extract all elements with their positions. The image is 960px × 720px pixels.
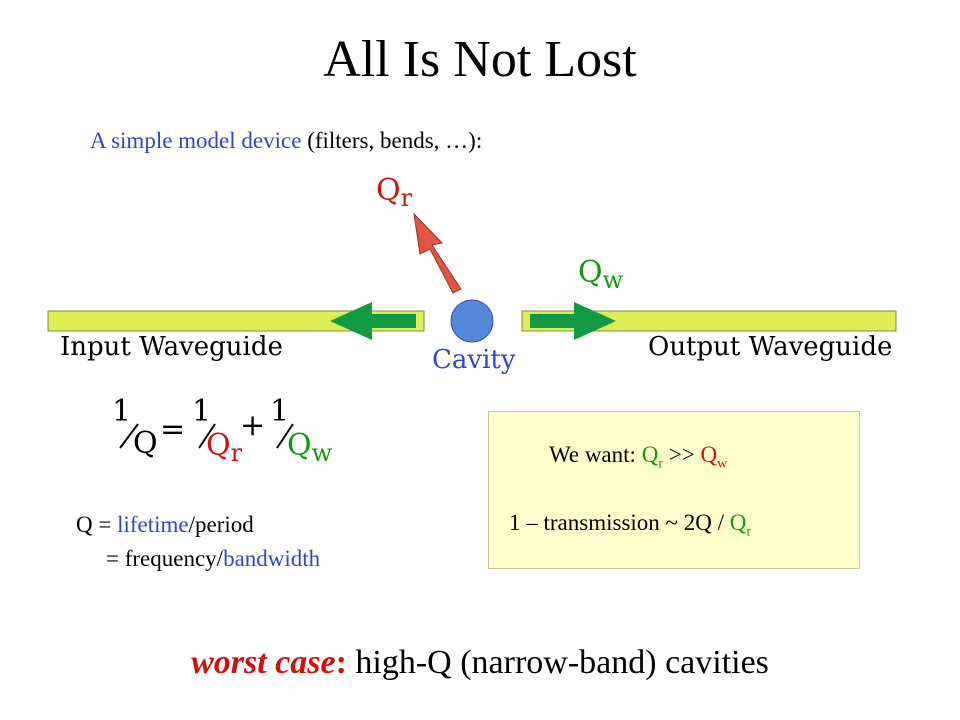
formula-slash-1: [119, 423, 139, 449]
formula-qr: Qr: [206, 428, 242, 467]
output-waveguide: [521, 310, 897, 332]
want-q1-sub: r: [658, 456, 663, 472]
trans-q-main: Q: [729, 510, 747, 535]
goal-box: We want: Qr >> Qw 1 – transmission ~ 2Q …: [488, 411, 860, 569]
qr-main: Q: [376, 173, 401, 208]
def-bandwidth: bandwidth: [223, 546, 321, 571]
bottom-conclusion: worst case: high-Q (narrow-band) cavitie…: [0, 644, 960, 682]
def-prefix-1: Q =: [76, 512, 118, 537]
want-q2-main: Q: [700, 442, 718, 467]
formula-lhs-q: Q: [133, 426, 158, 461]
worst-case-emphasis: worst case: [191, 644, 336, 681]
formula-numerator-2: 1: [192, 394, 212, 429]
formula-qr-sub: r: [230, 439, 243, 467]
def-prefix-2: = frequency/: [106, 546, 224, 571]
right-arrow-icon: [530, 302, 616, 340]
trans-q-sub: r: [746, 524, 752, 540]
want-text: We want:: [549, 442, 642, 467]
qw-sub: w: [602, 266, 624, 294]
goal-line-want: We want: Qr >> Qw: [549, 442, 727, 473]
subtitle-emphasis: A simple model device: [90, 128, 302, 153]
page-title: All Is Not Lost: [323, 31, 637, 88]
want-q2: Qw: [700, 442, 727, 472]
input-waveguide-label: Input Waveguide: [60, 332, 283, 362]
want-q1-main: Q: [641, 442, 659, 467]
qr-sub: r: [400, 184, 413, 212]
trans-text: 1 – transmission ~ 2Q /: [509, 510, 730, 535]
want-q1: Qr: [641, 442, 663, 472]
formula-slash-3: [276, 423, 294, 449]
goal-line-transmission: 1 – transmission ~ 2Q / Qr: [509, 510, 751, 541]
formula-qr-main: Q: [206, 428, 231, 463]
formula-numerator-3: 1: [270, 394, 290, 429]
output-waveguide-label: Output Waveguide: [648, 332, 893, 362]
qw-label: Qw: [578, 255, 623, 294]
formula-qw: Qw: [287, 428, 332, 467]
def-lifetime: lifetime: [117, 512, 189, 537]
q-definition-line-1: Q = lifetime/period: [76, 508, 320, 542]
formula-equals: =: [160, 412, 186, 447]
formula-qw-main: Q: [287, 428, 312, 463]
def-period: /period: [188, 512, 254, 537]
cavity-icon: [450, 299, 494, 343]
subtitle-rest: (filters, bends, …):: [301, 128, 483, 153]
worst-case-colon: :: [335, 644, 347, 681]
left-arrow-icon: [330, 302, 416, 340]
q-definitions: Q = lifetime/period = frequency/bandwidt…: [76, 508, 320, 576]
want-op: >>: [662, 442, 701, 467]
worst-case-rest: high-Q (narrow-band) cavities: [346, 644, 769, 681]
input-waveguide: [47, 310, 425, 332]
formula-numerator-1: 1: [112, 394, 132, 429]
want-q2-sub: w: [717, 456, 728, 472]
cavity-label: Cavity: [432, 345, 516, 375]
qw-main: Q: [578, 255, 603, 290]
trans-q: Qr: [729, 510, 751, 540]
q-definition-line-2: = frequency/bandwidth: [76, 542, 320, 576]
subtitle: A simple model device (filters, bends, ……: [90, 128, 482, 154]
formula-slash-2: [198, 423, 216, 449]
formula-plus: +: [240, 408, 266, 443]
radiation-arrow-icon: [413, 212, 462, 294]
formula-qw-sub: w: [311, 439, 333, 467]
qr-label: Qr: [376, 173, 412, 212]
